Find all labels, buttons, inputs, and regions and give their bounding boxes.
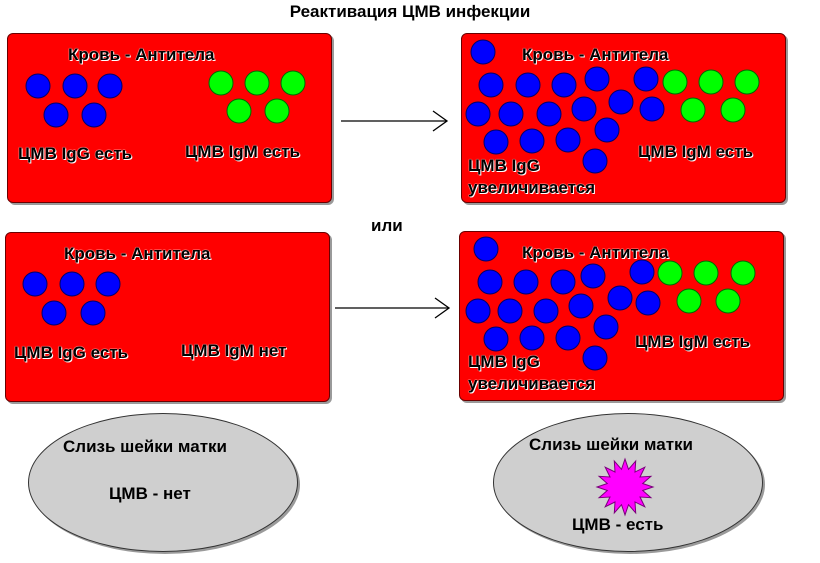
igg-antibody [465, 101, 491, 127]
igg-antibody [635, 290, 661, 316]
igg-antibody [81, 102, 107, 128]
igg-antibody [582, 148, 608, 174]
igg-antibody [629, 259, 655, 285]
igg-antibody [498, 101, 524, 127]
igg-antibody [470, 39, 496, 65]
igg-label-line-2: увеличивается [468, 374, 596, 393]
igg-antibody [551, 72, 577, 98]
igg-group-top-right [465, 39, 665, 174]
igm-antibody [244, 70, 270, 96]
igg-label: ЦМВ IgG есть [14, 343, 129, 362]
virus-particle-icon [595, 457, 655, 517]
igg-antibody [593, 314, 619, 340]
igg-antibody [519, 128, 545, 154]
mucus-oval-left: Слизь шейки матки ЦМВ - нет [28, 413, 298, 552]
panel-header: Кровь - Антитела [64, 244, 211, 263]
igm-antibody [280, 70, 306, 96]
igg-antibody [465, 298, 491, 324]
igg-antibody [639, 96, 665, 122]
igm-antibody [657, 260, 683, 286]
igg-antibody [571, 96, 597, 122]
igm-label: ЦМВ IgM есть [635, 332, 751, 351]
igg-group-top-left [25, 73, 123, 128]
igm-antibody [662, 69, 688, 95]
igg-antibody [555, 325, 581, 351]
igg-label-line-1: ЦМВ IgG [468, 352, 540, 371]
igg-antibody [473, 236, 499, 262]
igm-antibody [730, 260, 756, 286]
igm-group-top-left [208, 70, 306, 124]
igm-antibody [693, 260, 719, 286]
mucus-title: Слизь шейки матки [63, 437, 227, 456]
igg-antibody [580, 263, 606, 289]
igm-antibody [264, 98, 290, 124]
igg-antibody [608, 89, 634, 115]
igg-antibody [478, 72, 504, 98]
mucus-title: Слизь шейки матки [529, 435, 693, 454]
igm-antibody [715, 288, 741, 314]
igm-group-bottom-right [657, 260, 756, 314]
arrow-bottom [335, 297, 451, 319]
mucus-status: ЦМВ - нет [109, 484, 191, 503]
igg-group-bottom-right [465, 236, 661, 371]
igm-antibody [208, 70, 234, 96]
igm-antibody [734, 69, 760, 95]
igg-antibody [97, 73, 123, 99]
separator-text: или [371, 216, 403, 235]
igg-antibody [550, 269, 576, 295]
igm-antibody [698, 69, 724, 95]
igg-antibody [584, 66, 610, 92]
igg-antibody [582, 345, 608, 371]
igg-antibody [568, 293, 594, 319]
igg-antibody [519, 325, 545, 351]
igg-antibody [633, 66, 659, 92]
igm-antibody [226, 98, 252, 124]
igg-antibody [515, 72, 541, 98]
igm-antibody [676, 288, 702, 314]
igg-antibody [43, 102, 69, 128]
igm-label: ЦМВ IgM есть [638, 142, 754, 161]
mucus-oval-right: Слизь шейки матки ЦМВ - есть [493, 413, 763, 552]
igg-antibody [607, 285, 633, 311]
igg-label: ЦМВ IgG есть [18, 144, 133, 163]
igg-antibody [22, 271, 48, 297]
igg-antibody [533, 298, 559, 324]
igg-antibody [483, 129, 509, 155]
igg-antibody [555, 127, 581, 153]
igm-antibody [680, 97, 706, 123]
igg-antibody [41, 300, 67, 326]
igg-antibody [594, 117, 620, 143]
arrow-top [341, 110, 449, 132]
igm-label: ЦМВ IgM есть [185, 142, 301, 161]
mucus-status: ЦМВ - есть [572, 515, 664, 534]
igg-antibody [95, 271, 121, 297]
igg-antibody [513, 269, 539, 295]
igg-group-bottom-left [22, 271, 121, 326]
igg-antibody [497, 298, 523, 324]
igg-label-line-2: увеличивается [468, 178, 596, 197]
panel-header: Кровь - Антитела [68, 45, 215, 64]
igm-label: ЦМВ IgM нет [181, 341, 287, 360]
igm-antibody [720, 97, 746, 123]
igg-antibody [477, 269, 503, 295]
igg-label-line-1: ЦМВ IgG [468, 156, 540, 175]
igm-group-top-right [662, 69, 760, 123]
diagram-title: Реактивация ЦМВ инфекции [289, 2, 531, 21]
panel-header: Кровь - Антитела [522, 45, 669, 64]
igg-antibody [62, 73, 88, 99]
panel-header: Кровь - Антитела [522, 243, 669, 262]
igg-antibody [25, 73, 51, 99]
igg-antibody [483, 326, 509, 352]
igg-antibody [536, 101, 562, 127]
igg-antibody [80, 300, 106, 326]
igg-antibody [59, 271, 85, 297]
